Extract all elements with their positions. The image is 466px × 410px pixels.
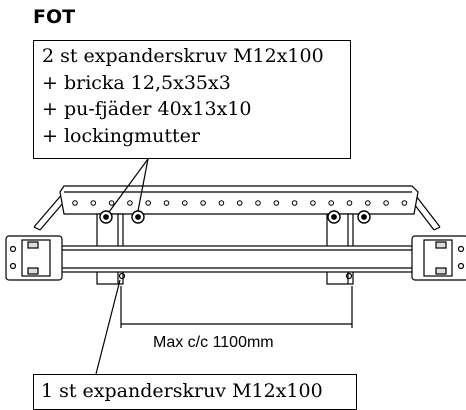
bar-hole [365,200,371,206]
bar-hole [236,200,243,206]
frame-bolts [118,272,353,280]
dimension-label: Max c/c 1100mm [153,334,274,351]
bar-hole [72,200,78,206]
bar-hole [163,200,170,206]
bar-hole [346,200,353,206]
bar-hole [182,200,188,206]
top-callout-line-3: + pu-fjäder 40x13x10 [42,98,252,120]
bar-hole [310,200,316,206]
bar-hole [255,200,261,206]
top-callout-line-2: + bricka 12,5x35x3 [42,71,231,94]
bar-hole [328,200,335,206]
bar-hole [90,200,97,206]
top-callout-box: 2 st expanderskruv M12x100 + bricka 12,5… [33,40,351,159]
end-plate-left [5,235,63,281]
leader-lines [95,158,149,375]
bar-hole [145,200,151,206]
expansion-bolts-top [99,210,371,224]
bar-hole [383,200,389,206]
bar-hole [273,200,280,206]
bar-hole [291,200,298,206]
bottom-callout-box: 1 st expanderskruv M12x100 [33,374,357,410]
top-callout-line-1: 2 st expanderskruv M12x100 [42,45,324,67]
bar-hole [127,200,133,206]
dimension-line [120,286,353,328]
top-callout-line-4: + lockingmutter [42,124,200,147]
top-bar-holes [72,200,408,206]
bar-hole [200,200,206,206]
bottom-frame [33,245,443,273]
end-plate-right [411,235,466,281]
title: FOT [33,6,76,28]
bar-hole [401,200,408,206]
bar-hole [108,200,115,206]
bar-hole [218,200,225,206]
top-bar [59,185,419,215]
